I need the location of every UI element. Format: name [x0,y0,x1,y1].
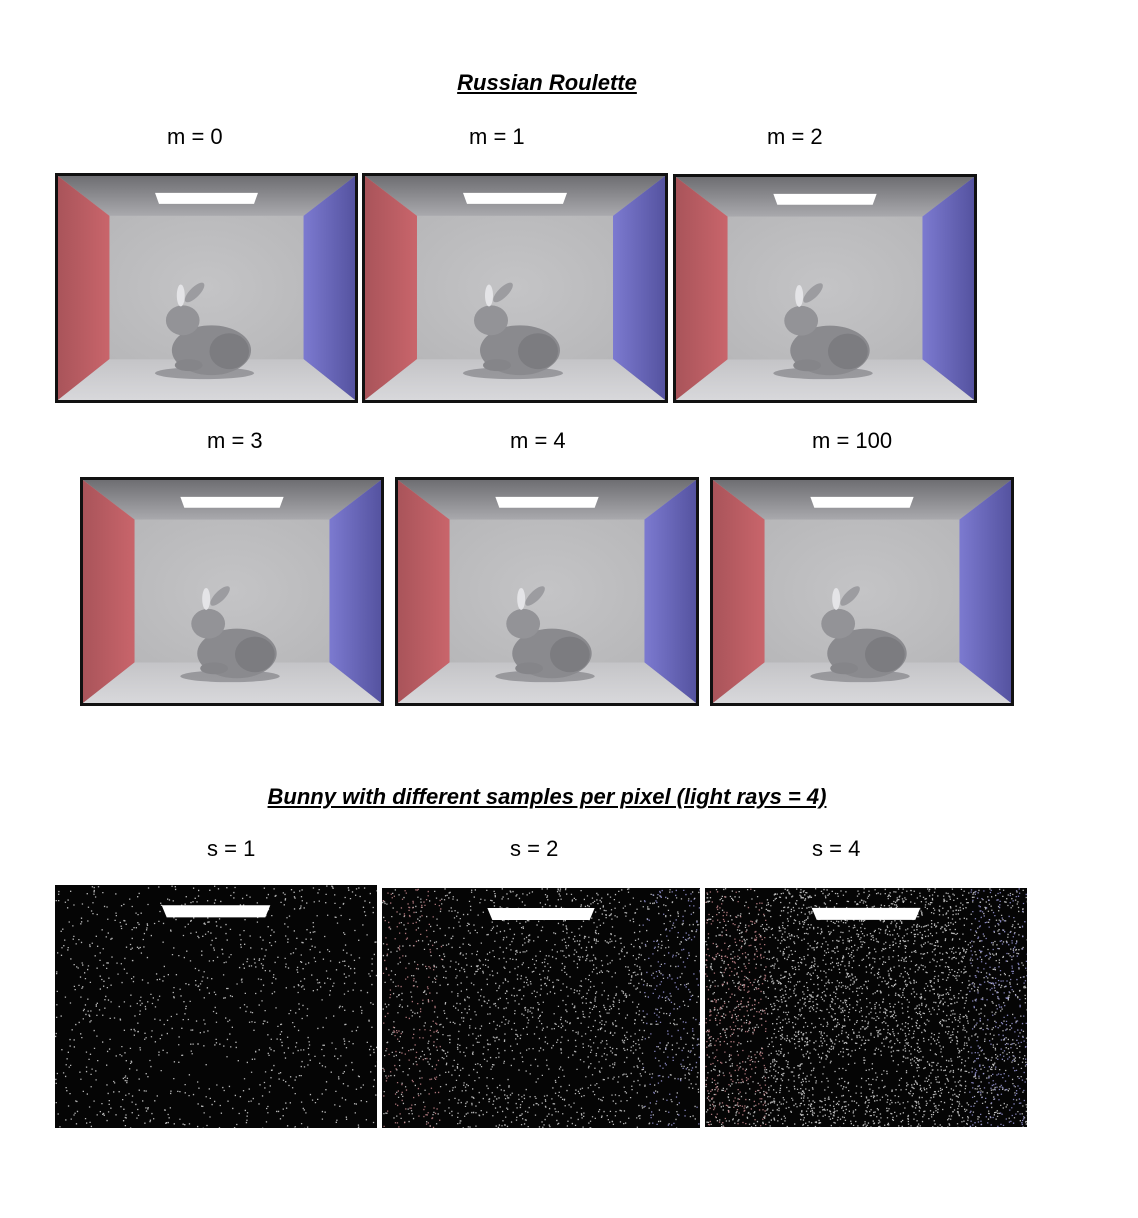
image-label-m1: m = 1 [469,124,525,149]
render-image-m1 [362,173,668,403]
render-image-m100 [710,477,1014,706]
cornell-box-render [398,480,696,703]
image-label-m2: m = 2 [767,124,823,149]
noisy-render-s1 [55,885,377,1128]
cornell-box-render [713,480,1011,703]
image-label-m3: m = 3 [207,428,263,453]
noisy-cornell-box [55,885,377,1128]
cornell-box-render [58,176,355,400]
image-label-m100: m = 100 [812,428,893,453]
image-label-s1: s = 1 [207,836,256,861]
cornell-box-render [365,176,665,400]
image-label-m0: m = 0 [167,124,223,149]
image-label-s4: s = 4 [812,836,861,861]
render-image-m3 [80,477,384,706]
section-title-russian-roulette: Russian Roulette [457,70,637,95]
cornell-box-render [676,177,974,400]
render-image-m0 [55,173,358,403]
render-image-m4 [395,477,699,706]
image-label-s2: s = 2 [510,836,559,861]
image-label-m4: m = 4 [510,428,566,453]
noisy-render-s4 [705,888,1027,1127]
noisy-cornell-box [382,888,700,1128]
render-image-m2 [673,174,977,403]
section-title-samples-per-pixel: Bunny with different samples per pixel (… [267,784,827,809]
cornell-box-render [83,480,381,703]
noisy-render-s2 [382,888,700,1128]
noisy-cornell-box [705,888,1027,1127]
